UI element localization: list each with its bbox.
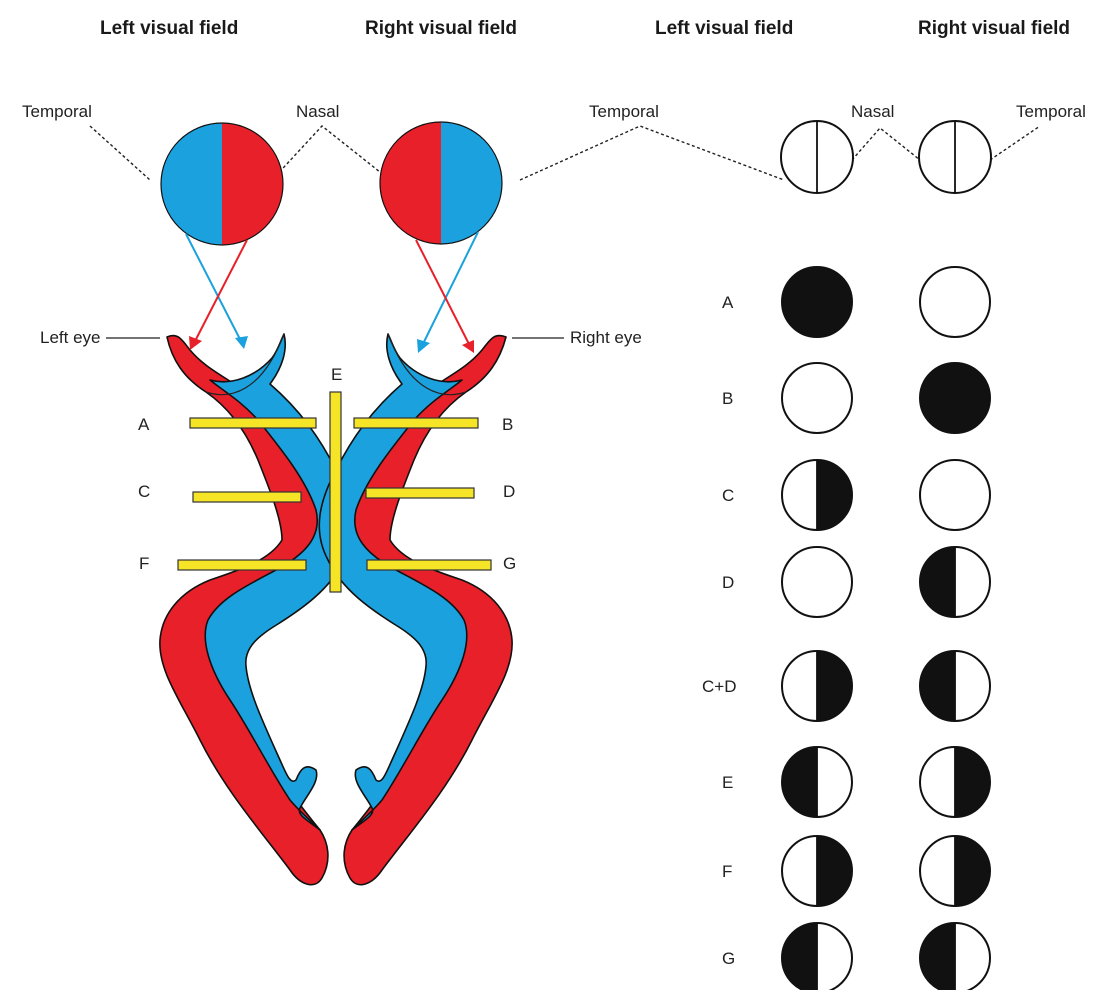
visual-field-defect-table: A B C D C+D E F G bbox=[702, 267, 990, 990]
projection-arrows bbox=[186, 232, 478, 353]
lesion-bars bbox=[178, 392, 491, 592]
defect-row-label-g: G bbox=[722, 949, 735, 968]
lesion-bar-b bbox=[354, 418, 478, 428]
defect-right-field-f bbox=[920, 836, 990, 906]
defect-left-field-b bbox=[782, 363, 852, 433]
defect-right-field-e bbox=[920, 747, 990, 817]
label-left-eye: Left eye bbox=[40, 328, 101, 347]
label-temporal-left: Temporal bbox=[22, 102, 92, 121]
header-right-visual-field-1: Right visual field bbox=[365, 18, 517, 39]
label-temporal-right: Temporal bbox=[1016, 102, 1086, 121]
defect-row-label-c-plus-d: C+D bbox=[702, 677, 736, 696]
lesion-bar-c bbox=[193, 492, 301, 502]
reference-field-circle-left bbox=[781, 121, 853, 193]
label-right-eye: Right eye bbox=[570, 328, 642, 347]
reference-field-circle-right bbox=[919, 121, 991, 193]
lesion-bar-d bbox=[366, 488, 474, 498]
header-left-visual-field-1: Left visual field bbox=[100, 18, 238, 39]
defect-right-field-a bbox=[920, 267, 990, 337]
marker-b: B bbox=[502, 415, 513, 434]
label-nasal-center: Nasal bbox=[296, 102, 339, 121]
defect-left-field-f bbox=[782, 836, 852, 906]
label-temporal-mid: Temporal bbox=[589, 102, 659, 121]
defect-left-field-c bbox=[782, 460, 852, 530]
right-eye-field-circle bbox=[380, 122, 502, 244]
label-nasal-right: Nasal bbox=[851, 102, 894, 121]
marker-e: E bbox=[331, 365, 342, 384]
left-eye-field-circle bbox=[161, 123, 283, 245]
defect-right-field-d bbox=[920, 547, 990, 617]
header-right-visual-field-2: Right visual field bbox=[918, 18, 1070, 39]
defect-left-field-c-plus-d bbox=[782, 651, 852, 721]
lesion-bar-a bbox=[190, 418, 316, 428]
defect-row-label-e: E bbox=[722, 773, 733, 792]
marker-f: F bbox=[139, 554, 149, 573]
marker-c: C bbox=[138, 482, 150, 501]
marker-g: G bbox=[503, 554, 516, 573]
lesion-bar-e bbox=[330, 392, 341, 592]
defect-right-field-g bbox=[920, 923, 990, 990]
defect-left-field-d bbox=[782, 547, 852, 617]
defect-row-label-d: D bbox=[722, 573, 734, 592]
header-left-visual-field-2: Left visual field bbox=[655, 18, 793, 39]
defect-right-field-c bbox=[920, 460, 990, 530]
lesion-bar-g bbox=[367, 560, 491, 570]
defect-row-label-b: B bbox=[722, 389, 733, 408]
defect-right-field-b bbox=[920, 363, 990, 433]
defect-left-field-a bbox=[782, 267, 852, 337]
defect-left-field-g bbox=[782, 923, 852, 990]
marker-a: A bbox=[138, 415, 150, 434]
lesion-bar-f bbox=[178, 560, 306, 570]
marker-d: D bbox=[503, 482, 515, 501]
defect-row-label-f: F bbox=[722, 862, 732, 881]
defect-row-label-a: A bbox=[722, 293, 734, 312]
defect-left-field-e bbox=[782, 747, 852, 817]
defect-row-label-c: C bbox=[722, 486, 734, 505]
defect-right-field-c-plus-d bbox=[920, 651, 990, 721]
